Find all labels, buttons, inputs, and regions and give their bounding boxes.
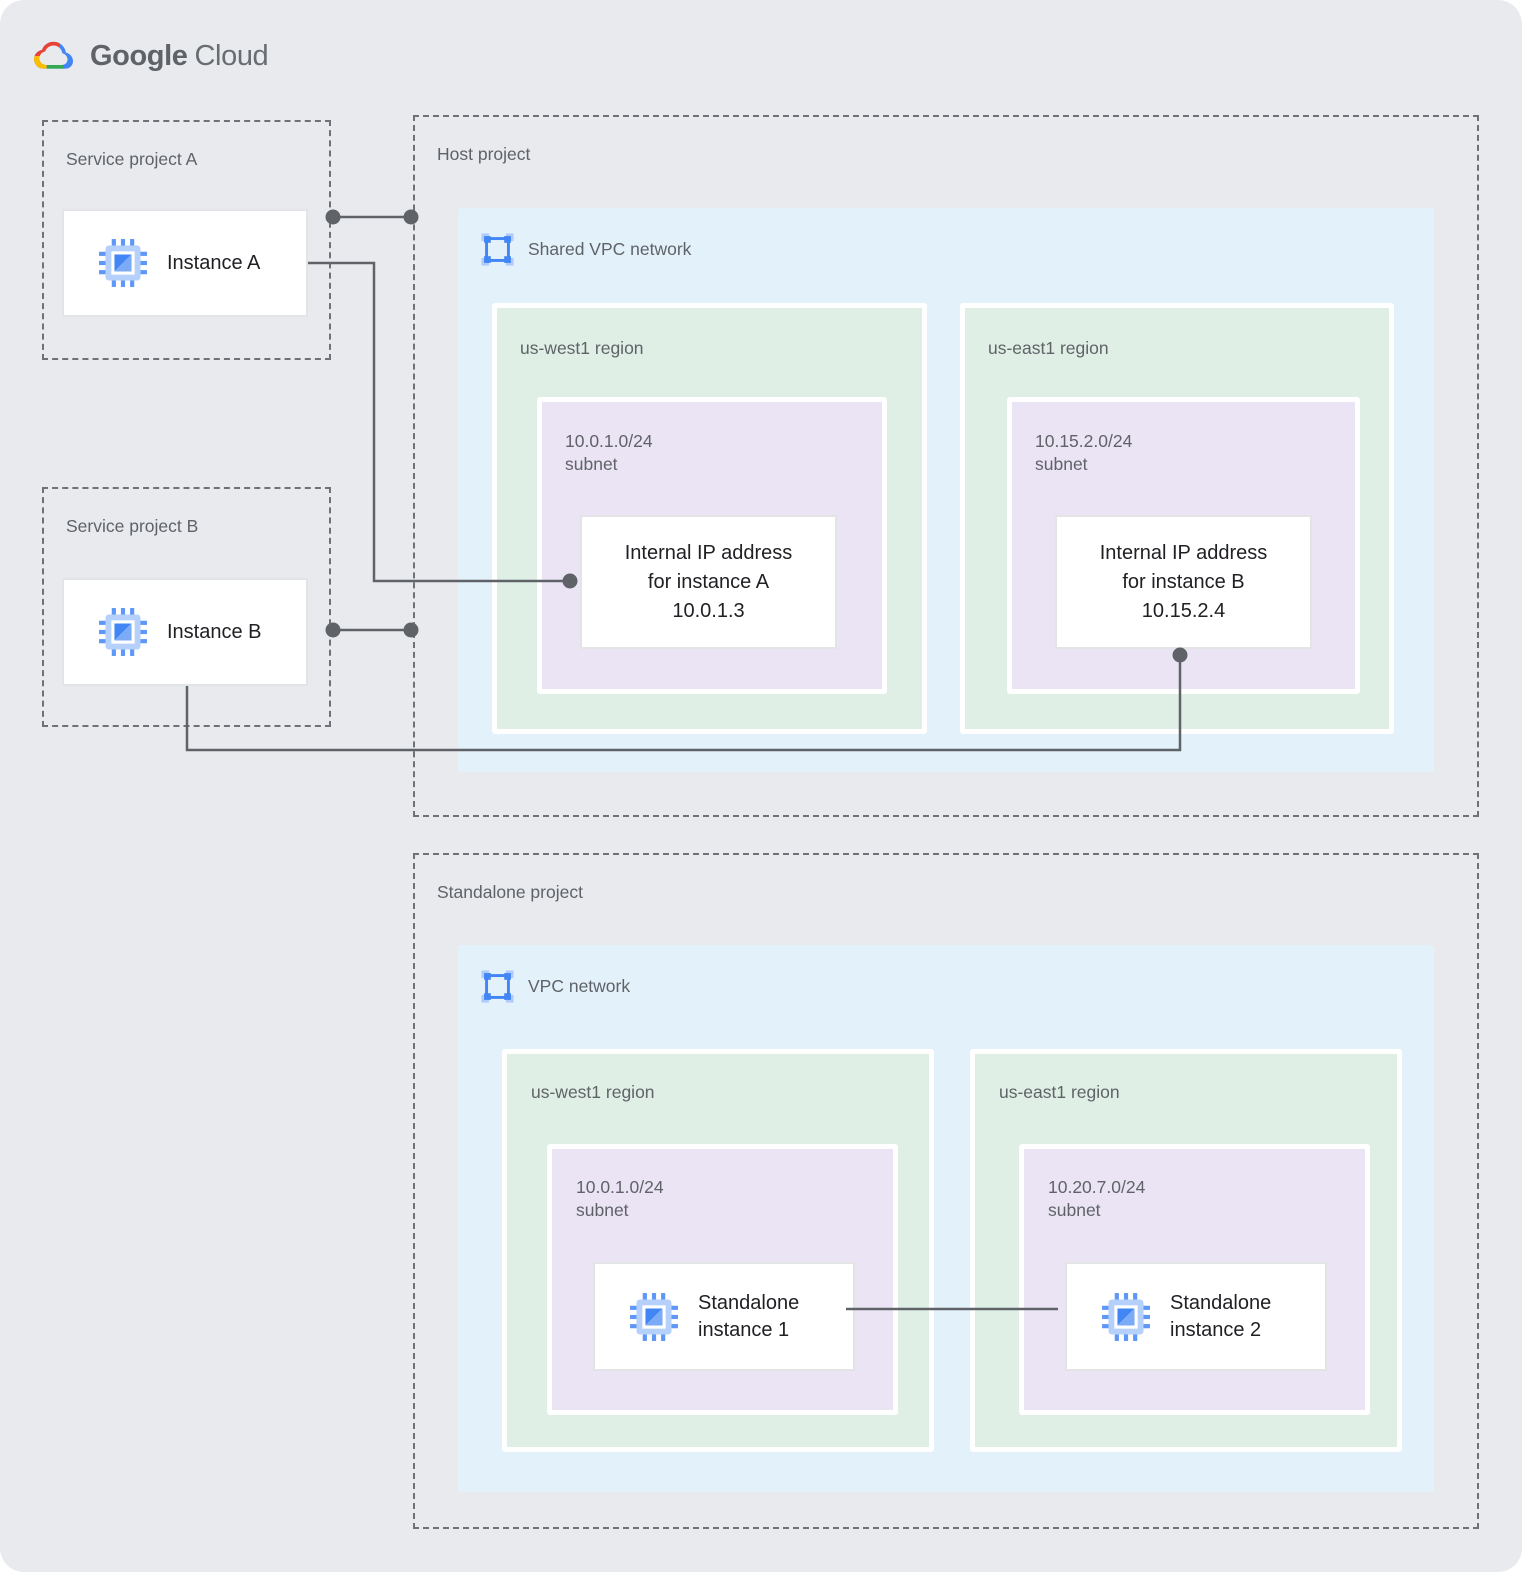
standalone-region-us-east1: us-east1 region 10.20.7.0/24 subnet bbox=[970, 1049, 1402, 1452]
standalone-region-us-east1-label: us-east1 region bbox=[999, 1082, 1120, 1102]
host-region-us-west1: us-west1 region 10.0.1.0/24 subnet Inter… bbox=[492, 303, 927, 734]
shared-vpc-network-header: Shared VPC network bbox=[480, 232, 691, 267]
standalone-instance-2-line2: instance 2 bbox=[1170, 1318, 1262, 1341]
standalone-instance-1-line1: Standalone bbox=[698, 1291, 800, 1314]
standalone-subnet-us-west1-label: 10.0.1.0/24 subnet bbox=[576, 1176, 664, 1222]
logo-word-google: Google bbox=[90, 39, 188, 72]
ip-card-a-address: 10.0.1.3 bbox=[672, 599, 745, 622]
internal-ip-card-instance-a: Internal IP address for instance A 10.0.… bbox=[580, 515, 837, 649]
subnet-cidr: 10.15.2.0/24 bbox=[1035, 431, 1133, 451]
compute-instance-icon bbox=[630, 1292, 678, 1341]
ip-card-b-line2: for instance B bbox=[1122, 570, 1245, 593]
service-project-a-label: Service project A bbox=[66, 149, 198, 169]
host-region-us-west1-label: us-west1 region bbox=[520, 338, 644, 358]
standalone-instance-2-label: Standalone instance 2 bbox=[1170, 1290, 1271, 1344]
compute-instance-icon bbox=[1102, 1292, 1150, 1341]
host-project-box: Host project Shared VPC network bbox=[413, 115, 1479, 817]
compute-instance-icon bbox=[99, 608, 147, 656]
subnet-cidr: 10.0.1.0/24 bbox=[576, 1177, 664, 1197]
subnet-cidr: 10.0.1.0/24 bbox=[565, 431, 653, 451]
standalone-subnet-us-east1: 10.20.7.0/24 subnet bbox=[1019, 1144, 1370, 1415]
service-project-a-box: Service project A Instance A bbox=[42, 120, 331, 360]
logo-word-cloud: Cloud bbox=[194, 39, 269, 72]
standalone-subnet-us-east1-label: 10.20.7.0/24 subnet bbox=[1048, 1176, 1145, 1222]
subnet-word: subnet bbox=[576, 1200, 629, 1220]
vpc-network-box: VPC network us-west1 region 10.0.1.0/24 … bbox=[458, 945, 1434, 1492]
shared-vpc-network-label: Shared VPC network bbox=[528, 239, 692, 259]
google-cloud-logo-icon bbox=[34, 41, 73, 69]
ip-card-a-line2: for instance A bbox=[647, 570, 770, 593]
subnet-word: subnet bbox=[1035, 454, 1088, 474]
instance-b-card: Instance B bbox=[62, 578, 308, 686]
standalone-instance-2-line1: Standalone bbox=[1170, 1291, 1272, 1314]
host-subnet-us-east1: 10.15.2.0/24 subnet Internal IP address … bbox=[1007, 397, 1360, 694]
host-region-us-east1-label: us-east1 region bbox=[988, 338, 1109, 358]
vpc-network-icon bbox=[481, 233, 514, 266]
instance-b-label: Instance B bbox=[167, 620, 262, 643]
standalone-instance-1-card: Standalone instance 1 bbox=[593, 1262, 855, 1371]
shared-vpc-network-box: Shared VPC network us-west1 region 10.0.… bbox=[458, 208, 1434, 772]
host-subnet-us-east1-label: 10.15.2.0/24 subnet bbox=[1035, 430, 1132, 476]
vpc-network-header: VPC network bbox=[480, 969, 630, 1004]
standalone-instance-2-card: Standalone instance 2 bbox=[1065, 1262, 1327, 1371]
compute-instance-icon bbox=[99, 239, 147, 287]
ip-card-b-line1: Internal IP address bbox=[1099, 541, 1268, 564]
vpc-network-label: VPC network bbox=[528, 976, 631, 996]
instance-a-label: Instance A bbox=[167, 251, 261, 274]
host-project-label: Host project bbox=[437, 144, 531, 164]
ip-card-b-address: 10.15.2.4 bbox=[1141, 599, 1226, 622]
service-project-b-label: Service project B bbox=[66, 516, 199, 536]
standalone-region-us-west1: us-west1 region 10.0.1.0/24 subnet bbox=[502, 1049, 934, 1452]
standalone-subnet-us-west1: 10.0.1.0/24 subnet bbox=[547, 1144, 898, 1415]
vpc-network-icon bbox=[481, 970, 514, 1003]
service-project-b-box: Service project B Instance B bbox=[42, 487, 331, 727]
ip-card-a-line1: Internal IP address bbox=[624, 541, 793, 564]
instance-a-card: Instance A bbox=[62, 209, 308, 317]
internal-ip-card-instance-b: Internal IP address for instance B 10.15… bbox=[1055, 515, 1312, 649]
standalone-instance-1-line2: instance 1 bbox=[698, 1318, 790, 1341]
subnet-cidr: 10.20.7.0/24 bbox=[1048, 1177, 1146, 1197]
subnet-word: subnet bbox=[1048, 1200, 1101, 1220]
standalone-instance-1-label: Standalone instance 1 bbox=[698, 1290, 799, 1344]
host-subnet-us-west1: 10.0.1.0/24 subnet Internal IP address f… bbox=[537, 397, 887, 694]
standalone-project-box: Standalone project VPC network bbox=[413, 853, 1479, 1529]
standalone-project-label: Standalone project bbox=[437, 882, 583, 902]
host-region-us-east1: us-east1 region 10.15.2.0/24 subnet Inte… bbox=[960, 303, 1394, 734]
host-subnet-us-west1-label: 10.0.1.0/24 subnet bbox=[565, 430, 653, 476]
subnet-word: subnet bbox=[565, 454, 618, 474]
standalone-region-us-west1-label: us-west1 region bbox=[531, 1082, 655, 1102]
